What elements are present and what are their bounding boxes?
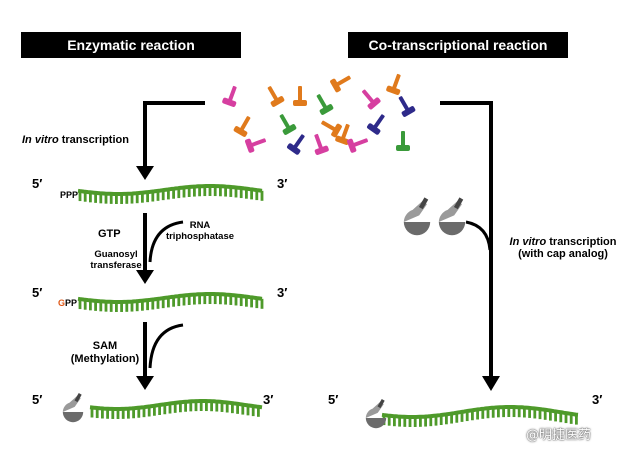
- three-prime-label-2: 3′: [277, 285, 288, 300]
- right-flow-arrow: [440, 101, 500, 391]
- sam-methylation-label: SAM (Methylation): [70, 340, 140, 366]
- nucleotide-icon: [367, 114, 385, 135]
- nucleotide-icon: [267, 86, 285, 107]
- five-prime-label-2: 5′: [32, 285, 43, 300]
- nucleotide-icon: [321, 120, 342, 138]
- cap-analog-branch: [465, 220, 492, 251]
- nucleotide-icon: [245, 138, 267, 153]
- nucleotide-icon: [314, 133, 329, 155]
- three-prime-label-4: 3′: [592, 392, 603, 407]
- nucleotide-icon: [222, 85, 237, 107]
- nucleotide-pool: [222, 73, 416, 155]
- rna-triphosphatase-line1: RNA: [189, 220, 211, 231]
- five-prime-label-4: 5′: [328, 392, 339, 407]
- nucleotide-icon: [279, 114, 297, 135]
- gpp-label: GPP: [58, 298, 77, 308]
- ppp-label: PPP: [60, 190, 79, 200]
- with-cap-analog-text: (with cap analog): [518, 248, 608, 260]
- rna-strand-triphosphate: [77, 184, 264, 204]
- methylation-text: (Methylation): [70, 353, 140, 365]
- guanosyl-line1: Guanosyl: [94, 249, 138, 260]
- three-prime-label-1: 3′: [277, 176, 288, 191]
- rna-strand-enzymatic-capped: [89, 399, 263, 419]
- enzymatic-reaction-header: Enzymatic reaction: [21, 32, 241, 58]
- g-prefix: G: [58, 298, 66, 308]
- pp-suffix: PP: [65, 298, 78, 308]
- transcription-text: transcription: [58, 134, 129, 146]
- transcription-text-right: transcription: [546, 236, 617, 248]
- cap-icon: [403, 197, 431, 236]
- nucleotide-icon: [316, 94, 334, 115]
- nucleotide-icon: [362, 89, 381, 110]
- left-flow-arrow-top: [136, 101, 205, 180]
- cap-icon: [365, 399, 387, 429]
- cap-icons: [62, 197, 466, 429]
- in-vitro-italic-right: In vitro: [509, 236, 547, 248]
- nucleotide-icon: [386, 73, 401, 95]
- nucleotide-icon: [396, 131, 410, 151]
- cotranscriptional-reaction-header: Co-transcriptional reaction: [348, 32, 568, 58]
- nucleotide-icon: [287, 134, 305, 155]
- cap-icon: [62, 393, 84, 423]
- rna-triphosphatase-line2: triphosphatase: [165, 231, 235, 242]
- in-vitro-transcription-cap-label: In vitro transcription (with cap analog): [508, 236, 618, 260]
- watermark-text: @明捷医药: [526, 428, 592, 443]
- nucleotide-icon: [233, 116, 251, 137]
- three-prime-label-3: 3′: [263, 392, 274, 407]
- sam-text: SAM: [92, 340, 118, 352]
- in-vitro-italic: In vitro: [22, 134, 59, 146]
- nucleotide-icon: [330, 75, 351, 93]
- rna-triphosphatase-label: RNA triphosphatase: [160, 220, 240, 242]
- rna-strand-cotranscriptional-capped: [381, 405, 579, 427]
- nucleotide-icon: [347, 138, 369, 153]
- cap-icon: [438, 197, 466, 236]
- guanosyl-line2: transferase: [90, 260, 142, 271]
- five-prime-label-1: 5′: [32, 176, 43, 191]
- gtp-label: GTP: [98, 228, 121, 240]
- nucleotide-icon: [335, 123, 350, 145]
- left-flow-arrow-middle: [136, 213, 184, 284]
- five-prime-label-3: 5′: [32, 392, 43, 407]
- rna-strand-capped-unmethylated: [77, 292, 264, 312]
- left-flow-arrow-bottom: [136, 322, 184, 390]
- in-vitro-transcription-label: In vitro transcription: [22, 134, 129, 146]
- nucleotide-icon: [293, 86, 307, 106]
- nucleotide-icon: [398, 96, 416, 117]
- guanosyl-transferase-label: Guanosyl transferase: [80, 249, 152, 271]
